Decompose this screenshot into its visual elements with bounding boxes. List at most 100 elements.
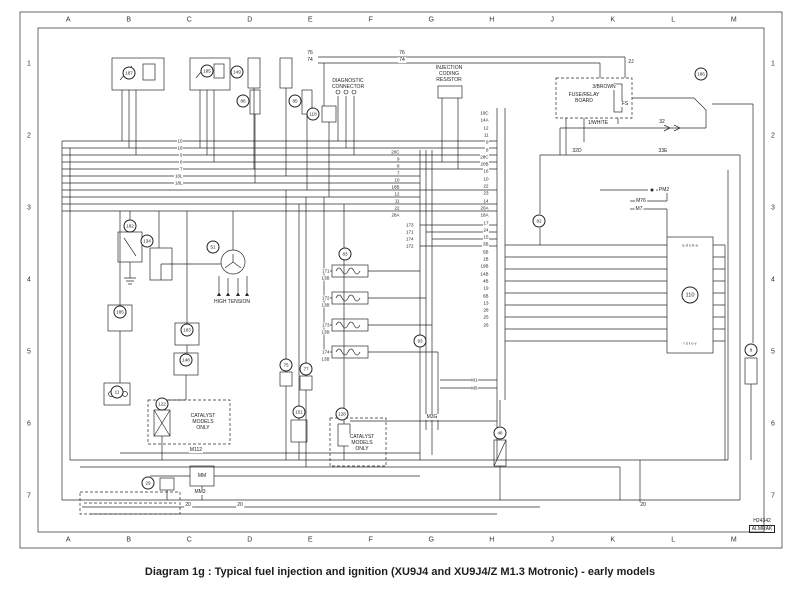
wire-label: 174 <box>405 236 414 242</box>
grid-number: 5 <box>771 348 775 356</box>
diagram-label: 32D <box>571 148 583 154</box>
grid-letter: G <box>428 16 434 24</box>
wire-label: 18B <box>390 184 400 190</box>
grid-letter: K <box>610 536 616 544</box>
diagram-label: M7 <box>634 206 644 212</box>
grid-letter: F <box>368 16 373 24</box>
diagram-label: M3G <box>425 414 439 420</box>
grid-number: 6 <box>27 420 31 428</box>
grid-letter: D <box>247 16 253 24</box>
grid-letter: F <box>368 536 373 544</box>
grid-letter: B <box>126 16 132 24</box>
wire-label: 171 <box>405 229 414 235</box>
grid-number: 2 <box>27 132 31 140</box>
grid-letter: J <box>550 16 555 24</box>
component-183: 183 <box>180 323 194 337</box>
wire-fuse-relay-area <box>318 56 707 155</box>
component-187: 187 <box>122 66 136 80</box>
corner-brand: ALMRAK <box>748 525 776 533</box>
grid-letter: D <box>247 536 253 544</box>
wire-label: 16 <box>482 168 489 174</box>
wire-label: 11 <box>394 198 400 204</box>
wire-label: 3B <box>482 241 489 247</box>
diagram-label: FS <box>620 101 630 107</box>
wire-label: 8 <box>179 159 183 165</box>
wire-label: 4B <box>482 278 489 284</box>
grid-letter: G <box>428 536 434 544</box>
wire-label: 20C <box>390 149 400 155</box>
wire-label: 12 <box>393 191 400 197</box>
grid-number: 6 <box>771 420 775 428</box>
component-185: 185 <box>113 305 127 319</box>
wire-label: 23 <box>482 190 489 196</box>
grid-number: 2 <box>771 132 775 140</box>
diagram-label: 76 <box>306 50 314 56</box>
wire-label: 173 <box>405 222 414 228</box>
corner-code: H24342 <box>753 518 771 524</box>
component-149: 149 <box>230 65 244 79</box>
wire-label: 24 <box>482 227 489 233</box>
wire-ecu-bus <box>350 108 667 460</box>
grid-letter: K <box>610 16 616 24</box>
grid-number: 3 <box>771 204 775 212</box>
diagram-label: DIAGNOSTIC CONNECTOR <box>330 78 366 90</box>
component-118: 118 <box>306 107 320 121</box>
wire-label: 1B <box>482 256 489 262</box>
diagram-label: MM3 <box>193 489 207 495</box>
diagram-label: r s t u v <box>682 340 698 347</box>
wire-label: 14 <box>482 198 489 204</box>
component-77: 77 <box>299 362 313 376</box>
wire-label: 174 <box>321 349 330 355</box>
grid-number: 4 <box>771 276 775 284</box>
component-185: 185 <box>200 64 214 78</box>
diagram-label: CATALYST MODELS ONLY <box>348 434 376 452</box>
component-88: 88 <box>236 94 250 108</box>
wire-label: 18L <box>174 180 183 186</box>
wire-label: 172 <box>321 295 330 301</box>
wire-label: 13B <box>320 275 330 281</box>
diagram-label: 76 <box>398 50 406 56</box>
wire-label: 28C <box>479 154 489 160</box>
grid-letter: E <box>307 536 313 544</box>
grid-letter: H <box>489 536 495 544</box>
diagram-label: e d c b a <box>681 242 699 249</box>
component-82: 82 <box>532 214 546 228</box>
wire-label: 11 <box>483 132 489 138</box>
grid-number: 4 <box>27 276 31 284</box>
wire-label: 13B <box>320 302 330 308</box>
diagram-label: 20 <box>184 502 192 508</box>
corner-mark: H24342 ALMRAK <box>740 518 784 533</box>
wire-label: 25 <box>482 314 489 320</box>
grid-letter: L <box>671 536 676 544</box>
component-134: 134 <box>140 234 154 248</box>
wire-label: M1 <box>470 377 478 383</box>
wire-label: 9 <box>179 152 183 158</box>
wire-label: 22 <box>393 205 400 211</box>
diagram-label: 2J <box>627 59 635 65</box>
component-29: 29 <box>141 476 155 490</box>
wire-label: 5B <box>482 249 489 255</box>
wire-label: 10 <box>176 138 183 144</box>
wire-label: 15 <box>482 234 489 240</box>
component-11: 11 <box>110 385 124 399</box>
wire-label: 14B <box>479 271 489 277</box>
wire-right-spines <box>539 103 758 500</box>
diagram-label: M112 <box>188 447 204 453</box>
diagram-label: 1/WHITE <box>586 120 610 126</box>
wire-label: 8 <box>485 147 489 152</box>
grid-letter: A <box>65 536 71 544</box>
diagram-label: M76 <box>635 198 647 204</box>
grid-letter: H <box>489 16 495 24</box>
wire-left-components <box>103 190 507 500</box>
wire-ignition <box>117 211 249 296</box>
diagram-label: 32 <box>658 119 666 125</box>
wire-label: 19 <box>482 285 489 291</box>
component-85: 85 <box>288 94 302 108</box>
diagram-label: HIGH TENSION <box>212 299 252 305</box>
grid-number: 7 <box>771 492 775 500</box>
wire-label: 172 <box>405 243 414 249</box>
diagram-label: 74 <box>398 57 406 63</box>
diagram-label: 33E <box>657 148 669 154</box>
wire-label: 7 <box>179 166 183 172</box>
grid-number: 7 <box>27 492 31 500</box>
